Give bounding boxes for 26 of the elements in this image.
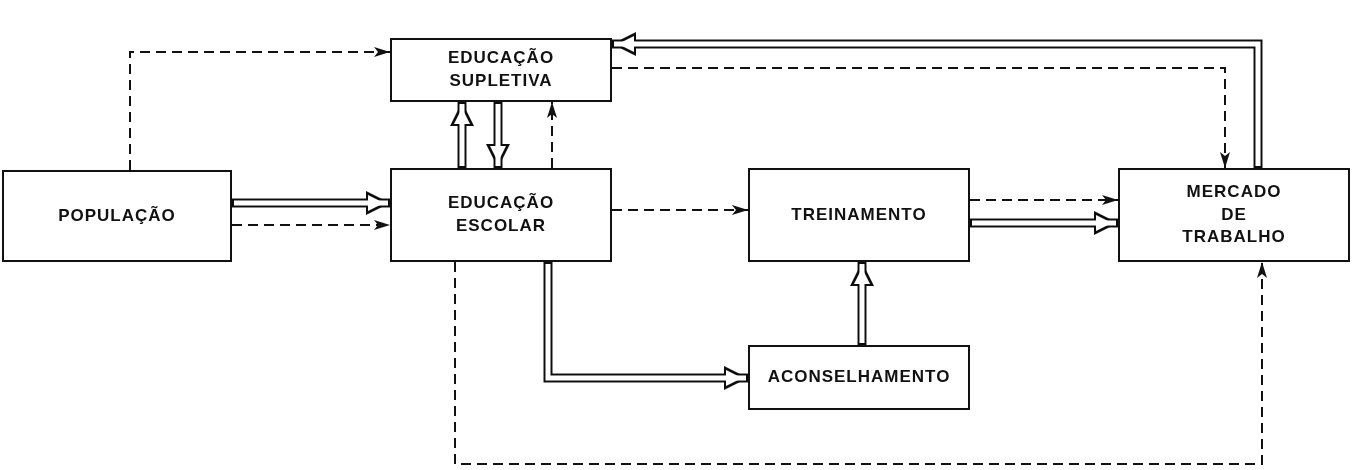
dashed-arrow bbox=[129, 47, 391, 171]
dashed-arrow bbox=[547, 101, 557, 169]
process-box bbox=[390, 38, 612, 102]
process-box bbox=[2, 170, 232, 262]
process-box bbox=[390, 168, 612, 262]
box-label: MERCADO DE TRABALHO bbox=[1181, 180, 1287, 249]
dashed-arrow bbox=[969, 195, 1119, 205]
box-label: ACONSELHAMENTO bbox=[767, 366, 951, 389]
dashed-arrow bbox=[231, 220, 391, 230]
double-line-arrow bbox=[970, 211, 1118, 235]
dashed-arrow bbox=[611, 67, 1230, 169]
box-label: EDUCAÇÃO ESCOLAR bbox=[446, 192, 556, 237]
double-line-arrow bbox=[450, 102, 474, 168]
double-line-arrow bbox=[486, 102, 510, 168]
box-label: TREINAMENTO bbox=[791, 203, 927, 226]
double-line-arrow bbox=[612, 32, 1263, 168]
box-label: EDUCAÇÃO SUPLETIVA bbox=[446, 47, 556, 92]
box-label: POPULAÇÃO bbox=[58, 204, 176, 227]
dashed-arrow bbox=[611, 205, 749, 215]
double-line-arrow bbox=[232, 191, 390, 215]
double-line-arrow bbox=[850, 262, 874, 345]
process-box bbox=[748, 345, 970, 410]
double-line-arrow bbox=[543, 262, 748, 390]
dashed-arrow bbox=[454, 261, 1267, 465]
process-box bbox=[1118, 168, 1350, 262]
process-box bbox=[748, 168, 970, 262]
